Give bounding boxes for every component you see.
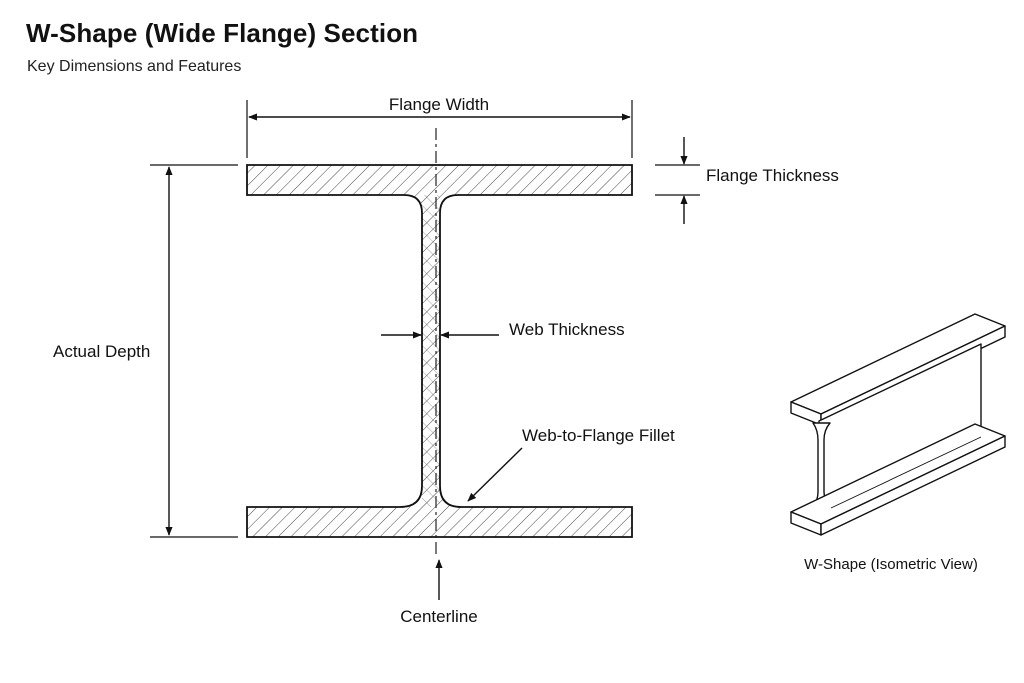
flange-thickness-label: Flange Thickness xyxy=(706,166,839,185)
section-border xyxy=(246,164,633,538)
actual-depth-dimension xyxy=(50,164,238,538)
i-beam-cross-section xyxy=(246,164,633,538)
web-cross-hatch xyxy=(422,195,440,507)
iso-fillet-line xyxy=(830,436,982,509)
flange-width-label: Flange Width xyxy=(389,95,489,114)
page-subtitle: Key Dimensions and Features xyxy=(27,58,242,75)
isometric-caption: W-Shape (Isometric View) xyxy=(804,556,978,573)
web-thickness-label: Web Thickness xyxy=(509,320,625,339)
centerline-label: Centerline xyxy=(400,607,478,626)
actual-depth-label: Actual Depth xyxy=(53,342,150,361)
iso-bottom-flange-side-face xyxy=(820,435,1006,536)
flange-width-dimension xyxy=(246,93,633,158)
fillet-leader xyxy=(467,447,523,502)
fillet-label: Web-to-Flange Fillet xyxy=(522,426,675,445)
page-title: W-Shape (Wide Flange) Section xyxy=(26,18,419,48)
isometric-w-shape xyxy=(790,313,1006,536)
flange-thickness-dimension xyxy=(655,137,700,224)
